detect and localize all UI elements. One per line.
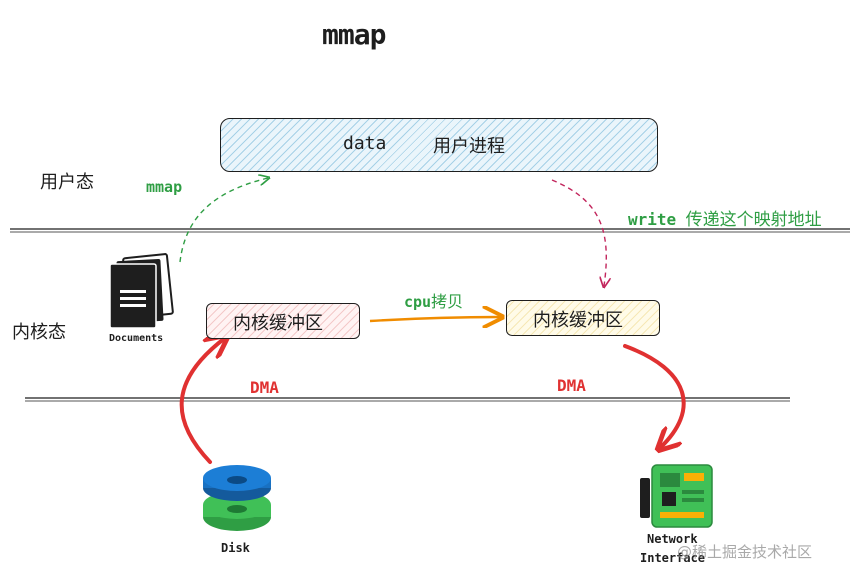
mmap-arrow-label: mmap (146, 178, 183, 196)
write-desc-label: 传递这个映射地址 (685, 210, 822, 230)
kernel-mode-label: 内核态 (12, 322, 66, 343)
kernel-buffer-left-label: 内核缓冲区 (233, 313, 323, 334)
documents-caption: Documents (109, 333, 164, 344)
documents-icon (109, 253, 174, 329)
cpu-copy-arrow (369, 317, 500, 321)
user-kernel-divider (10, 228, 850, 233)
dma-left-label: DMA (250, 378, 279, 397)
network-caption-line2: Interface (640, 551, 706, 565)
diagram-title: mmap (322, 18, 386, 51)
cpu-copy-label: cpu拷贝 (404, 288, 463, 312)
write-arrow (551, 179, 606, 286)
write-label: write (628, 210, 677, 229)
data-label: data (343, 133, 387, 154)
disk-icon (203, 465, 271, 531)
user-process-box: data 用户进程 (220, 118, 658, 172)
dma-right-label: DMA (557, 376, 586, 395)
network-interface-icon (640, 464, 713, 528)
dma-right-arrow (623, 344, 686, 448)
watermark: @稀土掘金技术社区 (677, 543, 813, 561)
user-process-label: 用户进程 (433, 136, 505, 157)
cpu-desc-label: 拷贝 (431, 292, 464, 311)
kernel-hardware-divider (25, 397, 790, 402)
cpu-label: cpu (404, 293, 432, 311)
dma-left-arrow (179, 338, 225, 464)
mmap-arrow (179, 178, 268, 263)
disk-caption: Disk (221, 541, 250, 555)
network-caption-line1: Network (647, 532, 698, 546)
kernel-buffer-right-label: 内核缓冲区 (533, 310, 623, 331)
kernel-buffer-left: 内核缓冲区 (206, 303, 360, 339)
write-arrow-label: write 传递这个映射地址 (628, 205, 822, 230)
user-mode-label: 用户态 (40, 172, 94, 193)
kernel-buffer-right: 内核缓冲区 (506, 300, 660, 336)
